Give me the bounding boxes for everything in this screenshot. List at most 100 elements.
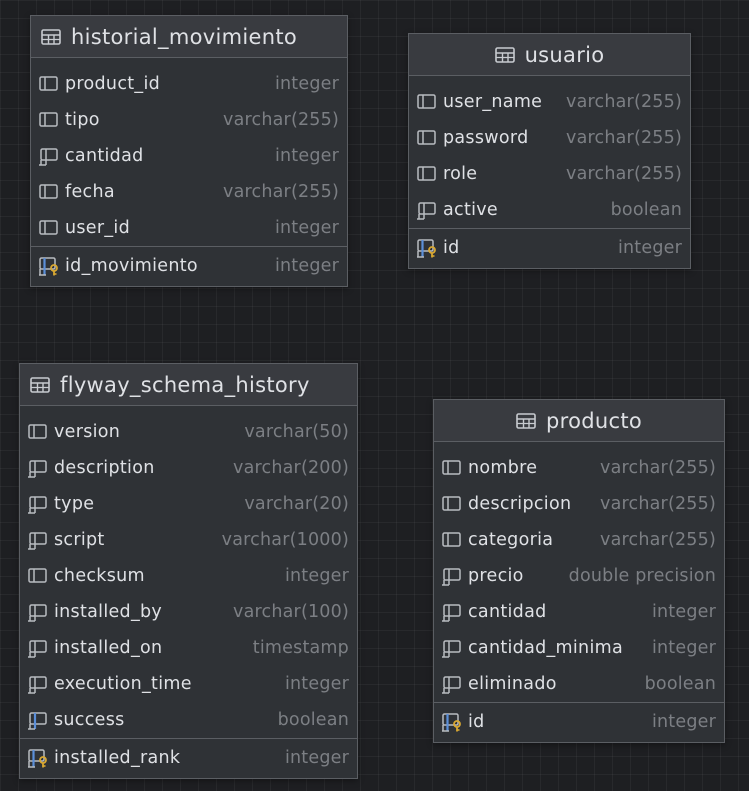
table-header[interactable]: producto [434, 400, 724, 442]
column-row[interactable]: checksum integer [20, 558, 357, 594]
column-notnull-icon [38, 74, 60, 94]
column-type: double precision [568, 566, 716, 586]
column-name: installed_by [54, 602, 163, 622]
column-notnull-icon [38, 110, 60, 130]
column-notnull-icon [416, 164, 438, 184]
column-nullable-icon [27, 602, 49, 622]
column-type: varchar(255) [566, 92, 682, 112]
column-type: varchar(200) [233, 458, 349, 478]
table-header[interactable]: historial_movimiento [31, 16, 347, 58]
column-name: success [54, 710, 125, 730]
column-nullable-icon [441, 674, 463, 694]
column-notnull-icon [38, 218, 60, 238]
column-name: precio [468, 566, 524, 586]
column-notnull-icon [27, 422, 49, 442]
column-name: categoria [468, 530, 554, 550]
column-name: description [54, 458, 155, 478]
column-notnull-icon [441, 530, 463, 550]
column-type: integer [274, 146, 339, 166]
column-name: nombre [468, 458, 538, 478]
column-type: varchar(255) [600, 530, 716, 550]
column-type: integer [274, 255, 339, 276]
table-icon [30, 376, 50, 393]
table-icon [41, 28, 61, 45]
column-row[interactable]: precio double precision [434, 558, 724, 594]
column-type: integer [284, 566, 349, 586]
column-nullable-icon [416, 200, 438, 220]
column-nullable-icon [27, 458, 49, 478]
table-name: producto [545, 408, 643, 433]
table-name: historial_movimiento [71, 24, 298, 49]
column-nullable-icon [27, 494, 49, 514]
column-nullable-icon [27, 530, 49, 550]
column-name: product_id [65, 74, 161, 94]
column-row[interactable]: active boolean [409, 192, 690, 228]
column-row[interactable]: version varchar(50) [20, 414, 357, 450]
column-type: integer [284, 674, 349, 694]
table-icon [516, 412, 536, 429]
column-name: script [54, 530, 105, 550]
column-name: version [54, 422, 121, 442]
column-name: tipo [65, 110, 100, 130]
column-row[interactable]: categoria varchar(255) [434, 522, 724, 558]
column-row[interactable]: tipo varchar(255) [31, 102, 347, 138]
column-name: active [443, 200, 498, 220]
table-header[interactable]: flyway_schema_history [20, 364, 357, 406]
column-name: cantidad_minima [468, 638, 623, 658]
column-notnull-icon [441, 494, 463, 514]
column-type: varchar(255) [223, 110, 339, 130]
primary-key-icon [441, 712, 463, 732]
column-name: id [443, 237, 460, 258]
column-name: installed_on [54, 638, 163, 658]
column-list: version varchar(50) description varchar(200… [20, 406, 357, 778]
column-name: fecha [65, 182, 115, 202]
column-row[interactable]: description varchar(200) [20, 450, 357, 486]
column-type: integer [651, 711, 716, 732]
column-type: varchar(50) [244, 422, 349, 442]
column-notnull-icon [416, 92, 438, 112]
column-type: integer [274, 218, 339, 238]
column-nullable-icon [27, 674, 49, 694]
primary-key-icon [27, 748, 49, 768]
column-row[interactable]: fecha varchar(255) [31, 174, 347, 210]
column-nullable-icon [441, 638, 463, 658]
table-icon [494, 46, 515, 63]
column-nullable-icon [27, 638, 49, 658]
column-type: varchar(255) [223, 182, 339, 202]
column-type: boolean [644, 674, 716, 694]
column-notnull-icon [27, 566, 49, 586]
table-header[interactable]: usuario [409, 34, 690, 76]
column-type: varchar(255) [566, 128, 682, 148]
column-type: boolean [610, 200, 682, 220]
column-name: checksum [54, 566, 145, 586]
column-name: role [443, 164, 478, 184]
